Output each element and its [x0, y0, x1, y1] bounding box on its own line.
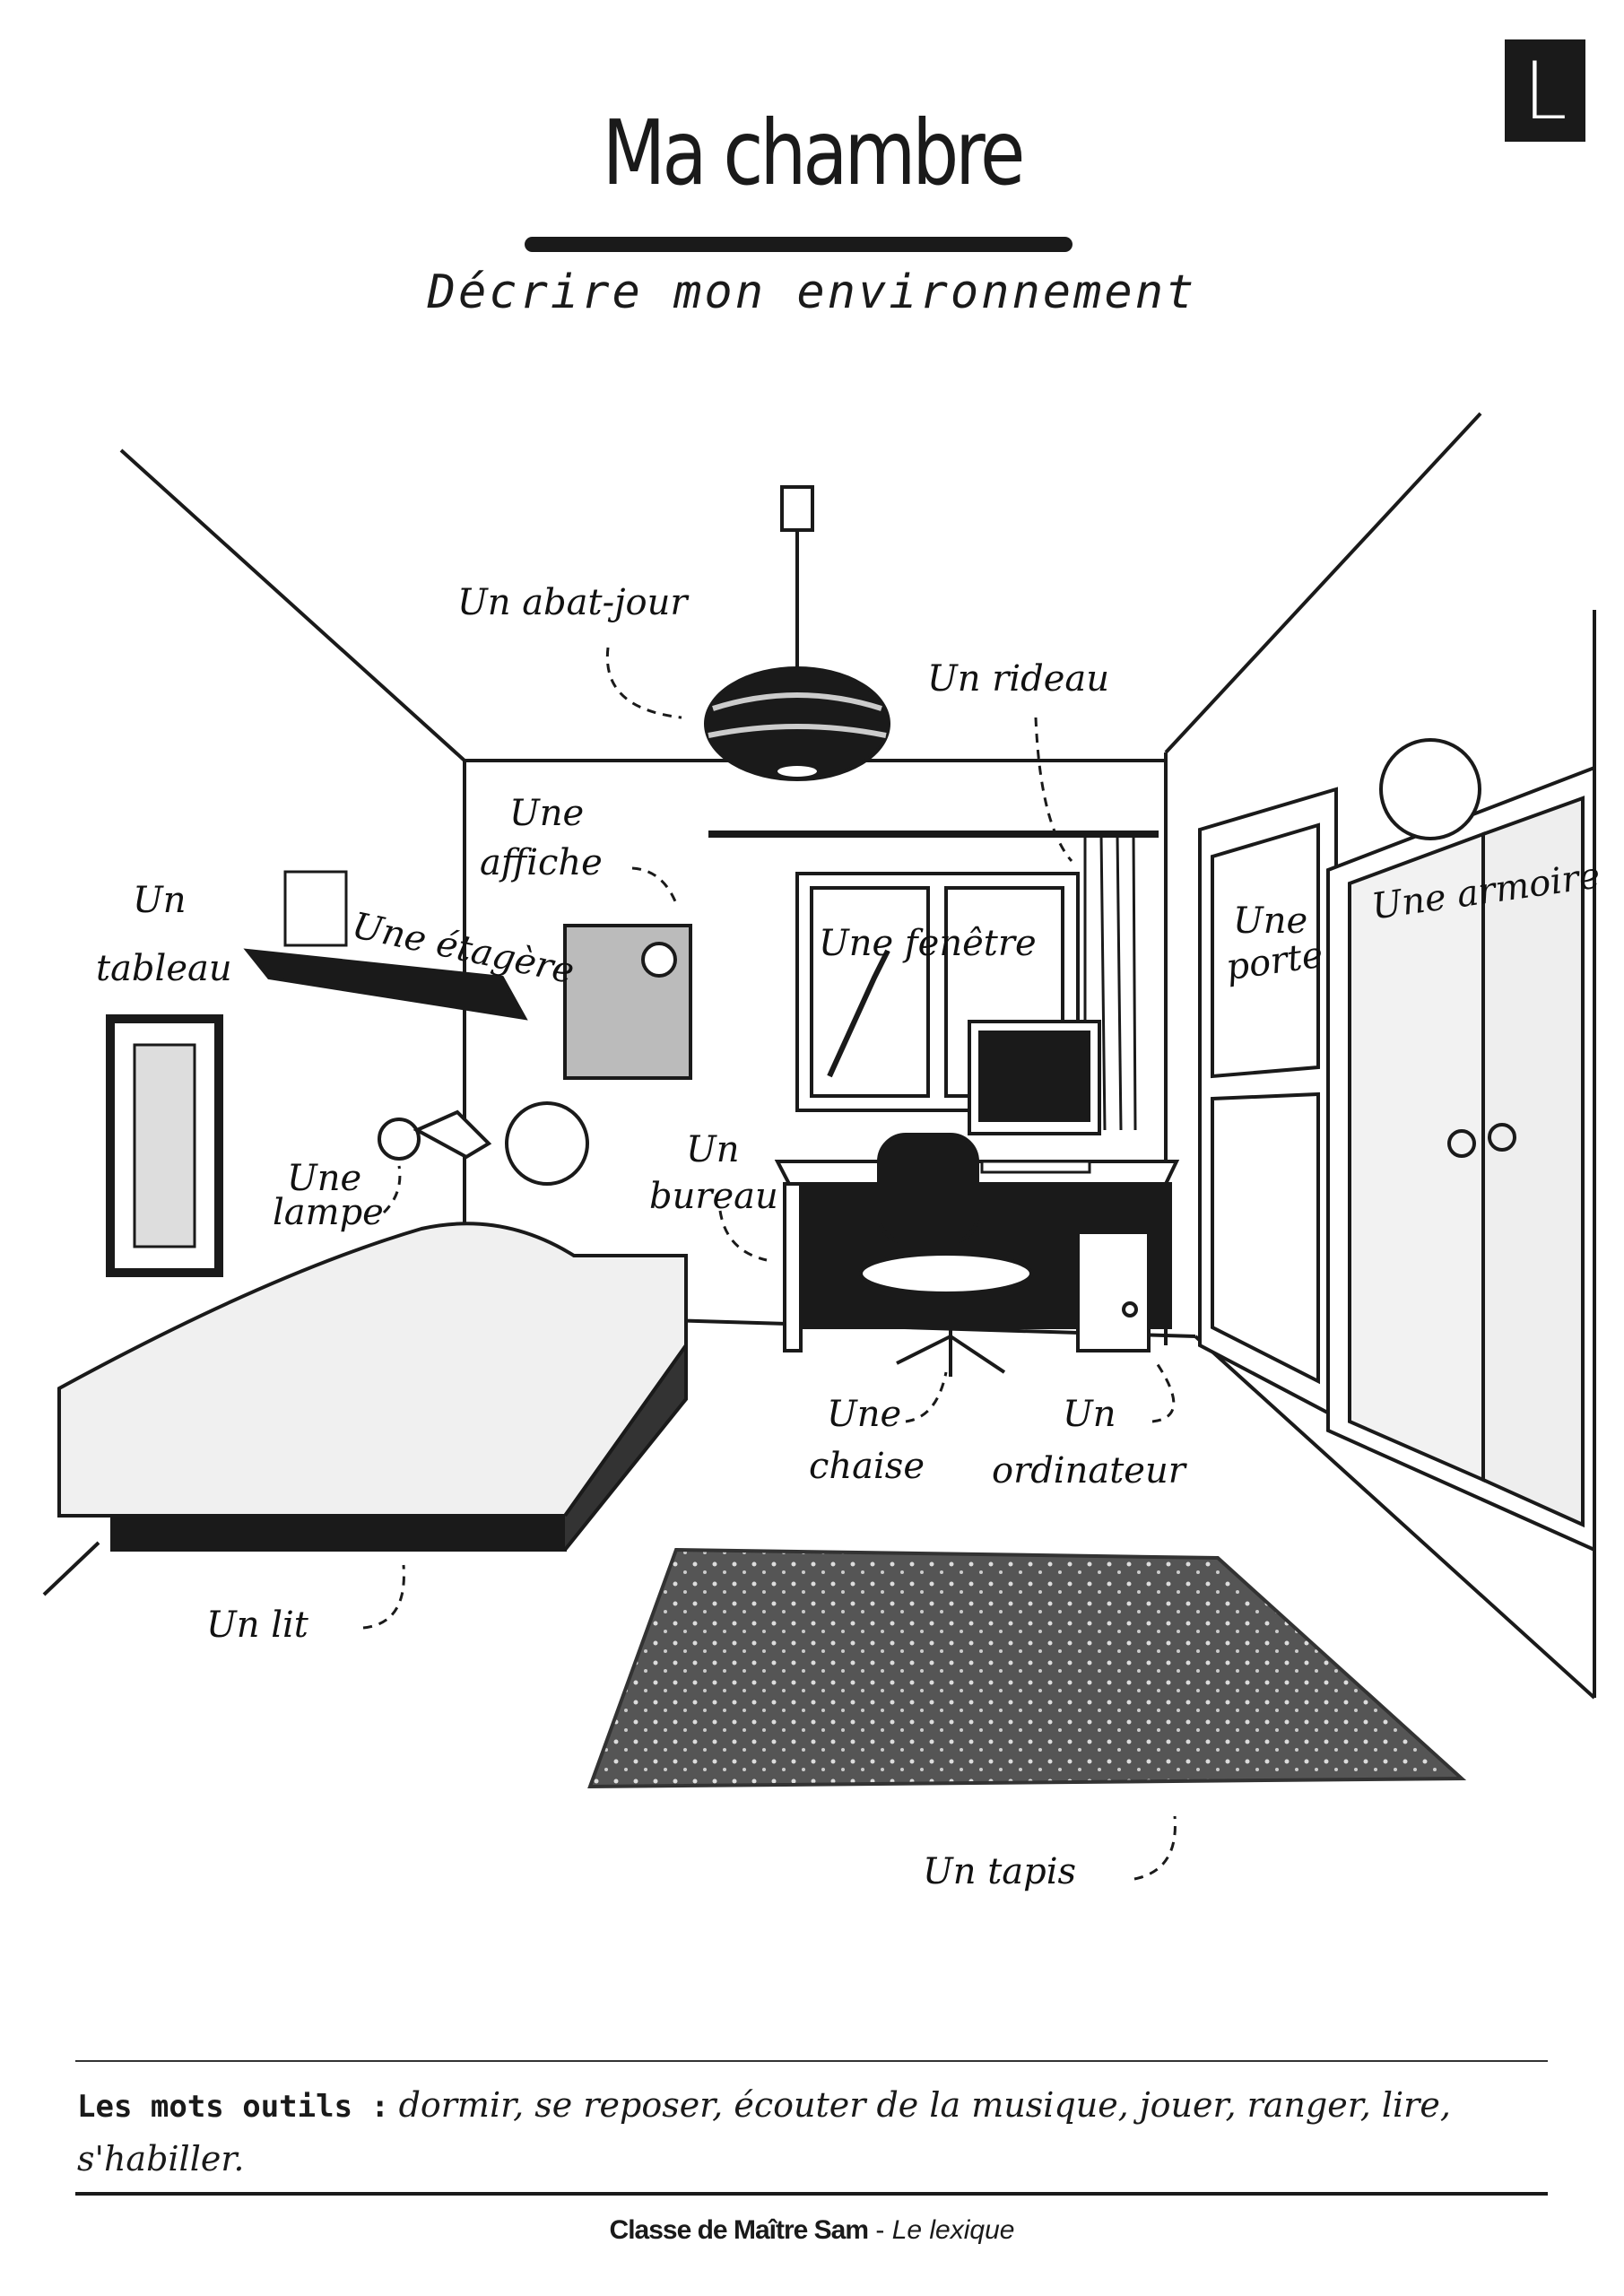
label-chaise-line2: chaise [809, 1446, 925, 1487]
page-subtitle: Décrire mon environnement [427, 265, 1197, 319]
divider-bottom [75, 2192, 1548, 2196]
computer-tower [1076, 1231, 1151, 1352]
label-fenetre: Une fenêtre [819, 923, 1037, 964]
shelf [243, 870, 528, 1021]
label-lampe-line1: Une [287, 1158, 362, 1199]
poster [563, 924, 692, 1080]
label-chaise-line1: Une [827, 1394, 902, 1435]
footer-section: Le lexique [891, 2215, 1015, 2245]
footer-separator: - [868, 2215, 892, 2245]
label-affiche-line1: Une [509, 793, 585, 834]
wall-lamp [378, 1109, 492, 1161]
tool-words-label: Les mots outils : [77, 2089, 389, 2125]
wardrobe [1326, 738, 1596, 1553]
label-rideau: Un rideau [927, 658, 1109, 700]
tool-words: Les mots outils : dormir, se reposer, éc… [77, 2079, 1548, 2186]
label-porte-line1: Une [1233, 900, 1308, 942]
label-ordinateur-line2: ordinateur [992, 1450, 1185, 1492]
label-lit: Un lit [206, 1605, 308, 1646]
chair [859, 1133, 1033, 1377]
label-tableau-line2: tableau [96, 948, 232, 989]
label-abat-jour: Un abat-jour [457, 582, 688, 623]
divider-top [75, 2060, 1548, 2062]
curtain [708, 831, 1159, 1131]
picture-frame [106, 1014, 223, 1277]
footer-brand: Classe de Maître Sam [609, 2215, 869, 2245]
label-tableau-line1: Un [133, 880, 187, 921]
label-bureau-line2: bureau [649, 1176, 778, 1217]
door [1198, 787, 1338, 1421]
footer: Classe de Maître Sam - Le lexique [0, 2215, 1624, 2246]
label-tapis: Un tapis [923, 1851, 1077, 1892]
rug [587, 1547, 1467, 1789]
label-ordinateur-line1: Un [1063, 1394, 1116, 1435]
label-lampe-line2: lampe [273, 1192, 384, 1233]
ceiling-lamp [704, 485, 890, 781]
label-arrows [362, 647, 1177, 1881]
label-affiche-line2: affiche [480, 842, 603, 883]
computer-monitor [968, 1020, 1101, 1174]
bed [57, 1101, 688, 1552]
tool-words-list: dormir, se reposer, écouter de la musiqu… [77, 2085, 1451, 2179]
title-underline [525, 237, 1073, 252]
label-bureau-line1: Un [686, 1129, 740, 1170]
lexique-badge: L [1505, 39, 1585, 142]
page-title: Ma chambre [602, 100, 1026, 205]
